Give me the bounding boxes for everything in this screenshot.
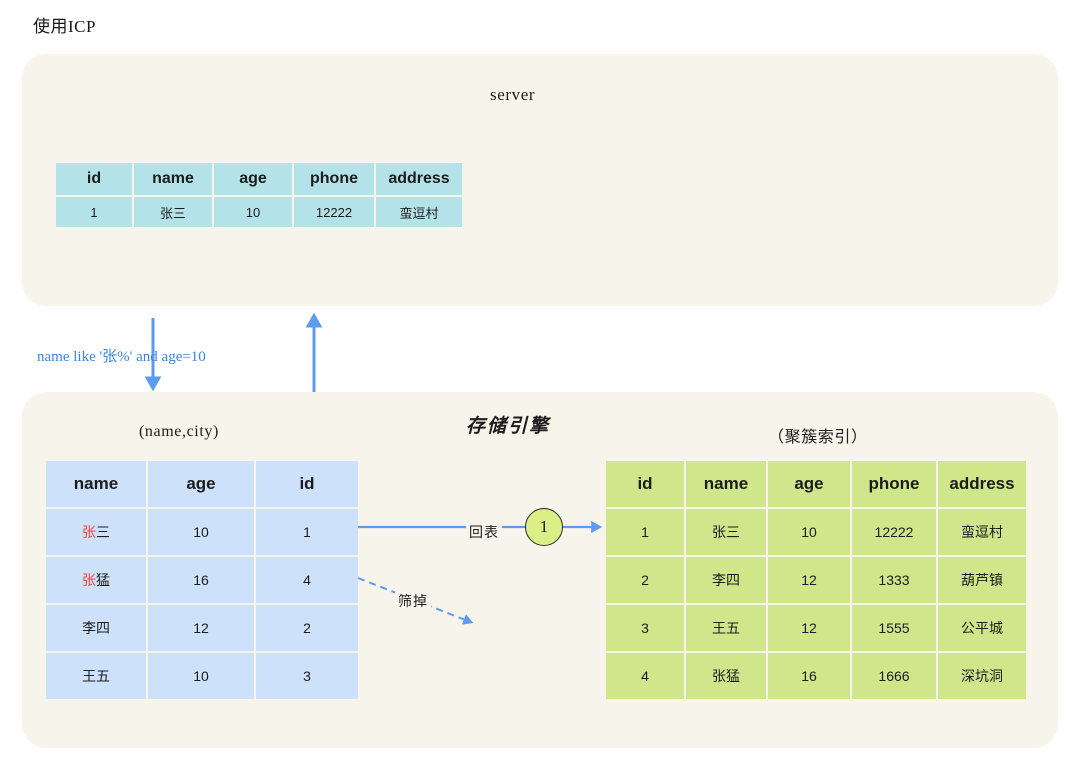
table-row: 2 李四 12 1333 葫芦镇: [606, 557, 1026, 603]
cell-age: 16: [148, 557, 254, 603]
table-header-row: id name age phone address: [56, 163, 462, 195]
secondary-index-caption: (name,city): [139, 423, 219, 440]
column-header-id: id: [606, 461, 684, 507]
cell-age: 10: [214, 197, 292, 227]
cell-name: 张三: [686, 509, 766, 555]
cell-name: 张三: [134, 197, 212, 227]
clustered-index-caption: （聚簇索引）: [768, 429, 868, 446]
cell-age: 12: [768, 605, 850, 651]
cell-name: 张三: [46, 509, 146, 555]
column-header-id: id: [56, 163, 132, 195]
where-condition-label: name like '张%' and age=10: [37, 349, 206, 365]
column-header-id: id: [256, 461, 358, 507]
table-header-row: id name age phone address: [606, 461, 1026, 507]
cell-address: 葫芦镇: [938, 557, 1026, 603]
cell-age: 10: [768, 509, 850, 555]
table-row: 1 张三 10 12222 蛮逗村: [606, 509, 1026, 555]
step-badge-1: 1: [525, 508, 563, 546]
page-title: 使用ICP: [33, 17, 96, 36]
cell-age: 12: [148, 605, 254, 651]
cell-name: 王五: [46, 653, 146, 699]
table-header-row: name age id: [46, 461, 358, 507]
cell-name: 张猛: [46, 557, 146, 603]
cell-name: 李四: [46, 605, 146, 651]
cell-age: 12: [768, 557, 850, 603]
column-header-name: name: [46, 461, 146, 507]
column-header-phone: phone: [852, 461, 936, 507]
table-row: 张三 10 1: [46, 509, 358, 555]
column-header-address: address: [938, 461, 1026, 507]
cell-address: 蛮逗村: [938, 509, 1026, 555]
column-header-address: address: [376, 163, 462, 195]
cell-age: 10: [148, 509, 254, 555]
server-panel-title: server: [490, 85, 536, 104]
cell-name: 李四: [686, 557, 766, 603]
cell-name-prefix: 张: [82, 572, 96, 588]
column-header-name: name: [686, 461, 766, 507]
cell-id: 4: [256, 557, 358, 603]
column-header-age: age: [214, 163, 292, 195]
table-row: 王五 10 3: [46, 653, 358, 699]
cell-name-prefix: 张: [82, 524, 96, 540]
secondary-index-table: name age id 张三 10 1 张猛 16 4 李四 12 2 王五: [44, 459, 360, 701]
column-header-age: age: [148, 461, 254, 507]
cell-phone: 12222: [852, 509, 936, 555]
cell-id: 1: [606, 509, 684, 555]
clustered-index-table: id name age phone address 1 张三 10 12222 …: [604, 459, 1028, 701]
cell-age: 16: [768, 653, 850, 699]
server-table: id name age phone address 1 张三 10 12222 …: [54, 161, 464, 229]
cell-id: 2: [606, 557, 684, 603]
cell-id: 3: [256, 653, 358, 699]
cell-id: 2: [256, 605, 358, 651]
cell-phone: 12222: [294, 197, 374, 227]
column-header-name: name: [134, 163, 212, 195]
storage-engine-title: 存储引擎: [466, 416, 551, 437]
cell-address: 公平城: [938, 605, 1026, 651]
filtered-out-label: 筛掉: [395, 591, 431, 611]
table-row: 李四 12 2: [46, 605, 358, 651]
column-header-phone: phone: [294, 163, 374, 195]
cell-id: 3: [606, 605, 684, 651]
cell-name-rest: 三: [96, 524, 110, 540]
lookup-label: 回表: [466, 522, 502, 542]
cell-phone: 1333: [852, 557, 936, 603]
cell-address: 深坑洞: [938, 653, 1026, 699]
cell-phone: 1555: [852, 605, 936, 651]
table-row: 张猛 16 4: [46, 557, 358, 603]
cell-name: 王五: [686, 605, 766, 651]
table-row: 1 张三 10 12222 蛮逗村: [56, 197, 462, 227]
cell-id: 1: [256, 509, 358, 555]
cell-id: 4: [606, 653, 684, 699]
cell-name-rest: 猛: [96, 572, 110, 588]
table-row: 4 张猛 16 1666 深坑洞: [606, 653, 1026, 699]
cell-age: 10: [148, 653, 254, 699]
cell-address: 蛮逗村: [376, 197, 462, 227]
cell-phone: 1666: [852, 653, 936, 699]
cell-name: 张猛: [686, 653, 766, 699]
column-header-age: age: [768, 461, 850, 507]
cell-id: 1: [56, 197, 132, 227]
table-row: 3 王五 12 1555 公平城: [606, 605, 1026, 651]
